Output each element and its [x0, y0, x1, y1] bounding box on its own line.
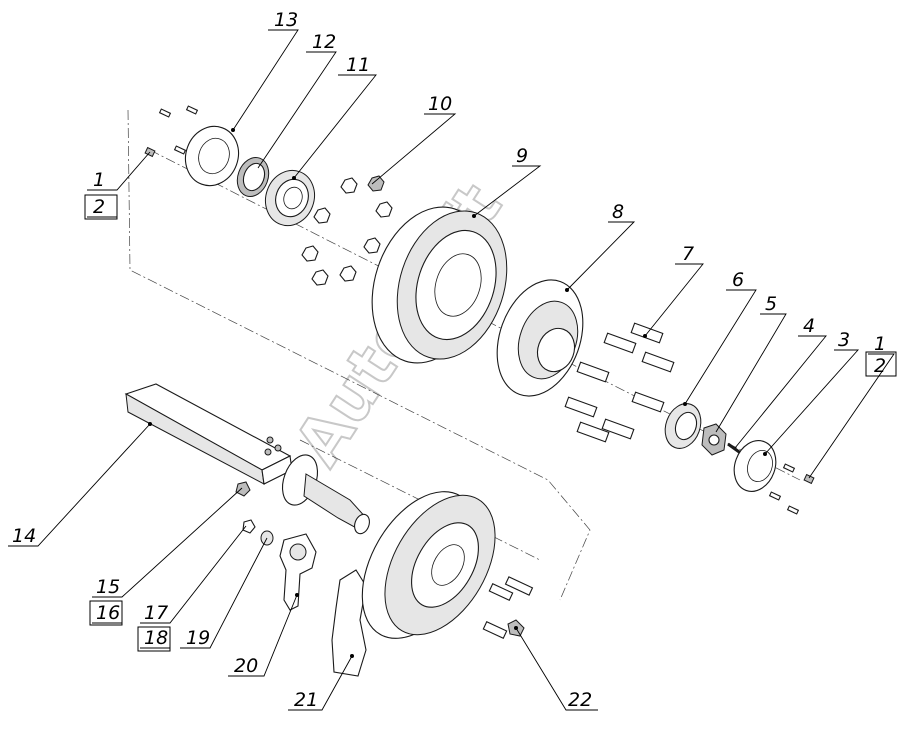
stub-axle-flange	[281, 454, 370, 535]
part-15-16-bolt	[235, 481, 251, 497]
part-17-18-nut	[242, 519, 256, 534]
callout-8: 8	[612, 201, 624, 223]
callout-19: 19	[186, 627, 210, 649]
part-5-castle-nut	[701, 423, 727, 456]
callout-1-left: 1	[93, 169, 105, 191]
callout-2-right: 2	[874, 355, 886, 377]
part-21-brake-bracket	[331, 569, 367, 677]
screw-1-2-right	[768, 463, 815, 515]
part-13-flange-cover	[184, 125, 240, 187]
part-7-wheel-studs	[564, 322, 675, 443]
callout-boxes	[84, 194, 897, 652]
part-11-bearing	[264, 169, 316, 227]
callout-11: 11	[346, 54, 370, 76]
callout-1-right: 1	[874, 333, 886, 355]
callout-2-left: 2	[93, 196, 105, 218]
part-14-axle-beam	[124, 383, 293, 485]
callout-9: 9	[516, 145, 528, 167]
callout-21: 21	[294, 689, 318, 711]
callout-22: 22	[568, 689, 592, 711]
callout-13: 13	[274, 9, 298, 31]
callout-18: 18	[144, 627, 168, 649]
part-6-outer-bearing	[664, 402, 702, 449]
part-20-slack-adjuster	[279, 533, 317, 611]
callout-6: 6	[732, 269, 744, 291]
part-8-wheel-hub	[496, 279, 584, 397]
part-22-bolts	[482, 576, 534, 640]
leader-lines	[8, 29, 895, 711]
callout-5: 5	[765, 293, 777, 315]
callout-4: 4	[803, 315, 815, 337]
callout-17: 17	[144, 602, 168, 624]
callout-3: 3	[838, 329, 850, 351]
callout-10: 10	[428, 93, 452, 115]
callout-20: 20	[234, 655, 258, 677]
callout-16: 16	[96, 602, 120, 624]
part-9-brake-drum	[371, 206, 508, 364]
callout-14: 14	[12, 525, 36, 547]
brake-drum-lower	[361, 491, 496, 639]
part-12-seal-ring	[236, 157, 270, 197]
part-10-wheel-nuts	[301, 175, 393, 286]
callout-15: 15	[96, 576, 120, 598]
callout-7: 7	[682, 243, 694, 265]
callout-labels: 13 12 11 10 9 8 7 6 5 4 3 1 2 1 2 14 15 …	[12, 9, 886, 711]
callout-12: 12	[312, 31, 336, 53]
